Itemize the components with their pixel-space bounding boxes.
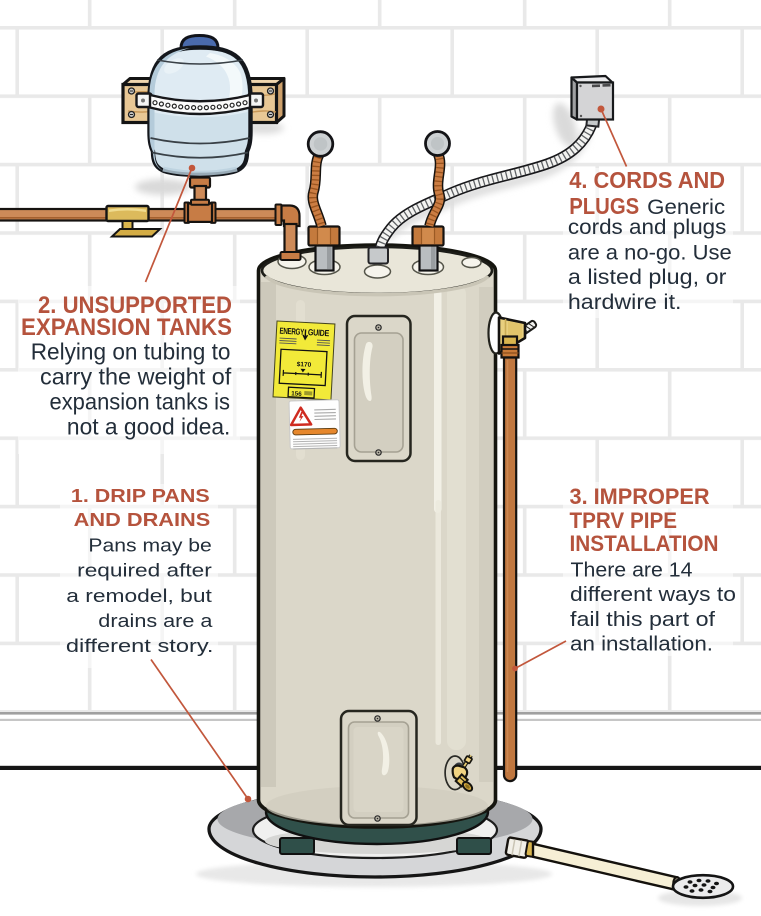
- svg-text:EXPANSION TANKS: EXPANSION TANKS: [21, 314, 232, 341]
- svg-text:Relying on tubing to: Relying on tubing to: [31, 339, 231, 365]
- svg-text:an installation.: an installation.: [570, 633, 713, 656]
- svg-text:PLUGS: PLUGS: [569, 193, 639, 219]
- svg-text:INSTALLATION: INSTALLATION: [570, 531, 719, 556]
- svg-text:carry the weight of: carry the weight of: [40, 364, 232, 390]
- svg-text:AND DRAINS: AND DRAINS: [74, 510, 211, 530]
- svg-text:Generic: Generic: [647, 195, 725, 219]
- svg-text:a listed plug, or: a listed plug, or: [568, 265, 727, 289]
- svg-text:156: 156: [291, 390, 302, 398]
- svg-text:required after: required after: [77, 561, 212, 581]
- svg-text:ENERGY: ENERGY: [279, 326, 304, 337]
- svg-text:$170: $170: [297, 361, 312, 369]
- svg-text:not a good idea.: not a good idea.: [67, 413, 231, 439]
- svg-text:expansion tanks is: expansion tanks is: [50, 388, 231, 414]
- svg-text:hardwire it.: hardwire it.: [568, 290, 682, 314]
- svg-text:TPRV PIPE: TPRV PIPE: [570, 508, 678, 533]
- svg-text:4. CORDS AND: 4. CORDS AND: [569, 167, 725, 193]
- svg-text:a remodel, but: a remodel, but: [66, 586, 212, 606]
- svg-text:are a no-go. Use: are a no-go. Use: [568, 240, 732, 264]
- svg-text:different ways to: different ways to: [570, 583, 736, 606]
- svg-text:1. DRIP PANS: 1. DRIP PANS: [71, 486, 210, 506]
- svg-text:GUIDE: GUIDE: [308, 327, 330, 338]
- svg-text:3. IMPROPER: 3. IMPROPER: [570, 484, 710, 509]
- svg-text:different story.: different story.: [66, 636, 214, 656]
- svg-text:fail this part of: fail this part of: [570, 608, 715, 631]
- svg-text:drains are a: drains are a: [98, 611, 213, 631]
- svg-text:2. UNSUPPORTED: 2. UNSUPPORTED: [38, 292, 232, 319]
- svg-text:There are 14: There are 14: [571, 559, 693, 582]
- svg-text:Pans may be: Pans may be: [88, 536, 211, 556]
- svg-text:cords and plugs: cords and plugs: [568, 215, 727, 239]
